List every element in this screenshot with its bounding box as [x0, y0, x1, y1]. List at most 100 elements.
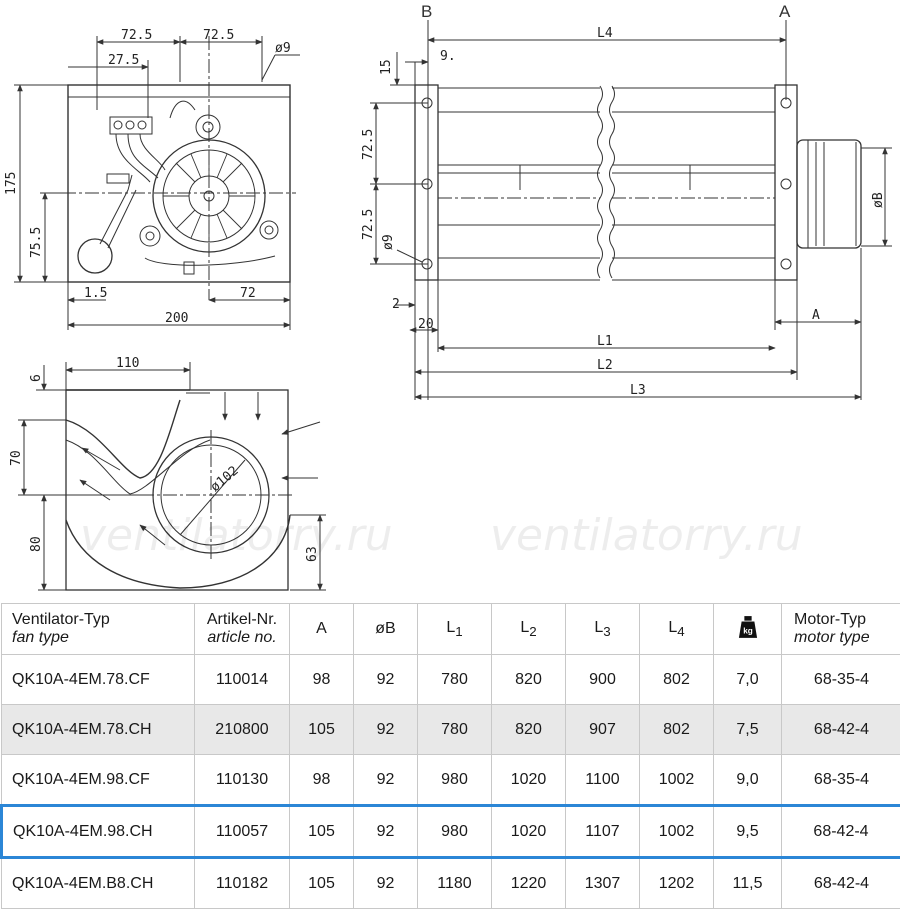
dim-top-72.5-lower: 72.5: [361, 209, 376, 240]
cell-l2: 820: [492, 705, 566, 755]
dim-front-200: 200: [165, 311, 188, 326]
watermark-right: ventilatorry.ru: [490, 510, 803, 561]
cell-l3: 1107: [566, 806, 640, 858]
cell-fan-type: QK10A-4EM.78.CH: [2, 705, 195, 755]
header-a: A: [290, 604, 354, 655]
header-motor-type: Motor-Typ motor type: [782, 604, 900, 655]
cell-fan-type: QK10A-4EM.78.CF: [2, 655, 195, 705]
cell-article-no: 110057: [195, 806, 290, 858]
top-view: [370, 20, 892, 400]
cell-fan-type: QK10A-4EM.98.CF: [2, 755, 195, 806]
cell-l1: 980: [418, 755, 492, 806]
dim-top-l1: L1: [597, 334, 613, 349]
dim-front-27.5: 27.5: [108, 53, 139, 68]
header-l2: L2: [492, 604, 566, 655]
cell-l3: 1100: [566, 755, 640, 806]
dim-front-175: 175: [4, 172, 19, 195]
cell-article-no: 110182: [195, 858, 290, 909]
cell-weight: 9,0: [714, 755, 782, 806]
cell-weight: 11,5: [714, 858, 782, 909]
cell-motor-type: 68-42-4: [782, 858, 900, 909]
header-l4-sub: 4: [677, 624, 684, 639]
weight-kg-icon-text: kg: [743, 626, 753, 635]
weight-kg-icon: kg: [738, 615, 758, 639]
cell-a: 105: [290, 858, 354, 909]
header-fan-type-de: Ventilator-Typ: [12, 611, 110, 628]
header-fan-type: Ventilator-Typ fan type: [2, 604, 195, 655]
header-l3-main: L: [594, 619, 603, 636]
cell-weight: 9,5: [714, 806, 782, 858]
cell-l3: 900: [566, 655, 640, 705]
header-weight: kg: [714, 604, 782, 655]
header-l4: L4: [640, 604, 714, 655]
dim-side-70: 70: [9, 450, 24, 466]
dim-front-72: 72: [240, 286, 256, 301]
fan-spec-table: Ventilator-Typ fan type Artikel-Nr. arti…: [0, 603, 900, 909]
header-l1-sub: 1: [455, 624, 462, 639]
header-l2-main: L: [520, 619, 529, 636]
header-b: øB: [354, 604, 418, 655]
cell-motor-type: 68-35-4: [782, 755, 900, 806]
dim-top-15: 15: [379, 59, 394, 75]
cell-l1: 980: [418, 806, 492, 858]
cell-b: 92: [354, 705, 418, 755]
dim-top-l4: L4: [597, 26, 613, 41]
header-article-no: Artikel-Nr. article no.: [195, 604, 290, 655]
dim-side-80: 80: [29, 536, 44, 552]
cell-l4: 1202: [640, 858, 714, 909]
dim-top-l3: L3: [630, 383, 646, 398]
technical-drawing: 72.5 72.5 27.5 ø9 175 75.5 1.5 72 200 B …: [0, 0, 900, 603]
cell-weight: 7,5: [714, 705, 782, 755]
cell-l1: 780: [418, 655, 492, 705]
dim-front-hole: ø9: [275, 41, 291, 56]
cell-l4: 802: [640, 705, 714, 755]
header-l3: L3: [566, 604, 640, 655]
front-view: [14, 36, 300, 330]
header-l3-sub: 3: [603, 624, 610, 639]
cell-l4: 802: [640, 655, 714, 705]
dim-side-110: 110: [116, 356, 139, 371]
cell-l2: 1020: [492, 755, 566, 806]
cell-a: 98: [290, 755, 354, 806]
dim-top-b: øB: [871, 192, 886, 208]
cell-l4: 1002: [640, 806, 714, 858]
dim-top-a: A: [812, 308, 820, 323]
header-motor-type-de: Motor-Typ: [794, 611, 866, 628]
dim-top-9: 9.: [440, 49, 456, 64]
header-b-label: øB: [375, 620, 395, 637]
dim-side-diameter: ø102: [208, 463, 242, 495]
cell-weight: 7,0: [714, 655, 782, 705]
dim-front-75.5: 75.5: [29, 227, 44, 258]
table-header: Ventilator-Typ fan type Artikel-Nr. arti…: [2, 604, 900, 655]
header-l2-sub: 2: [529, 624, 536, 639]
dim-top-l2: L2: [597, 358, 613, 373]
header-l4-main: L: [668, 619, 677, 636]
cell-l2: 820: [492, 655, 566, 705]
cell-a: 98: [290, 655, 354, 705]
header-article-no-de: Artikel-Nr.: [207, 611, 277, 628]
cell-article-no: 210800: [195, 705, 290, 755]
dim-front-72.5-left: 72.5: [121, 28, 152, 43]
dim-top-20: 20: [418, 317, 434, 332]
cell-b: 92: [354, 655, 418, 705]
header-l1-main: L: [446, 619, 455, 636]
dim-side-6: 6: [29, 374, 44, 382]
cell-motor-type: 68-35-4: [782, 655, 900, 705]
cell-l4: 1002: [640, 755, 714, 806]
cell-motor-type: 68-42-4: [782, 806, 900, 858]
cell-motor-type: 68-42-4: [782, 705, 900, 755]
header-l1: L1: [418, 604, 492, 655]
cell-b: 92: [354, 858, 418, 909]
cell-l2: 1220: [492, 858, 566, 909]
header-article-no-en: article no.: [195, 629, 289, 647]
watermark-left: ventilatorry.ru: [80, 510, 393, 561]
cell-article-no: 110014: [195, 655, 290, 705]
header-motor-type-en: motor type: [794, 629, 900, 647]
dim-top-72.5-upper: 72.5: [361, 129, 376, 160]
